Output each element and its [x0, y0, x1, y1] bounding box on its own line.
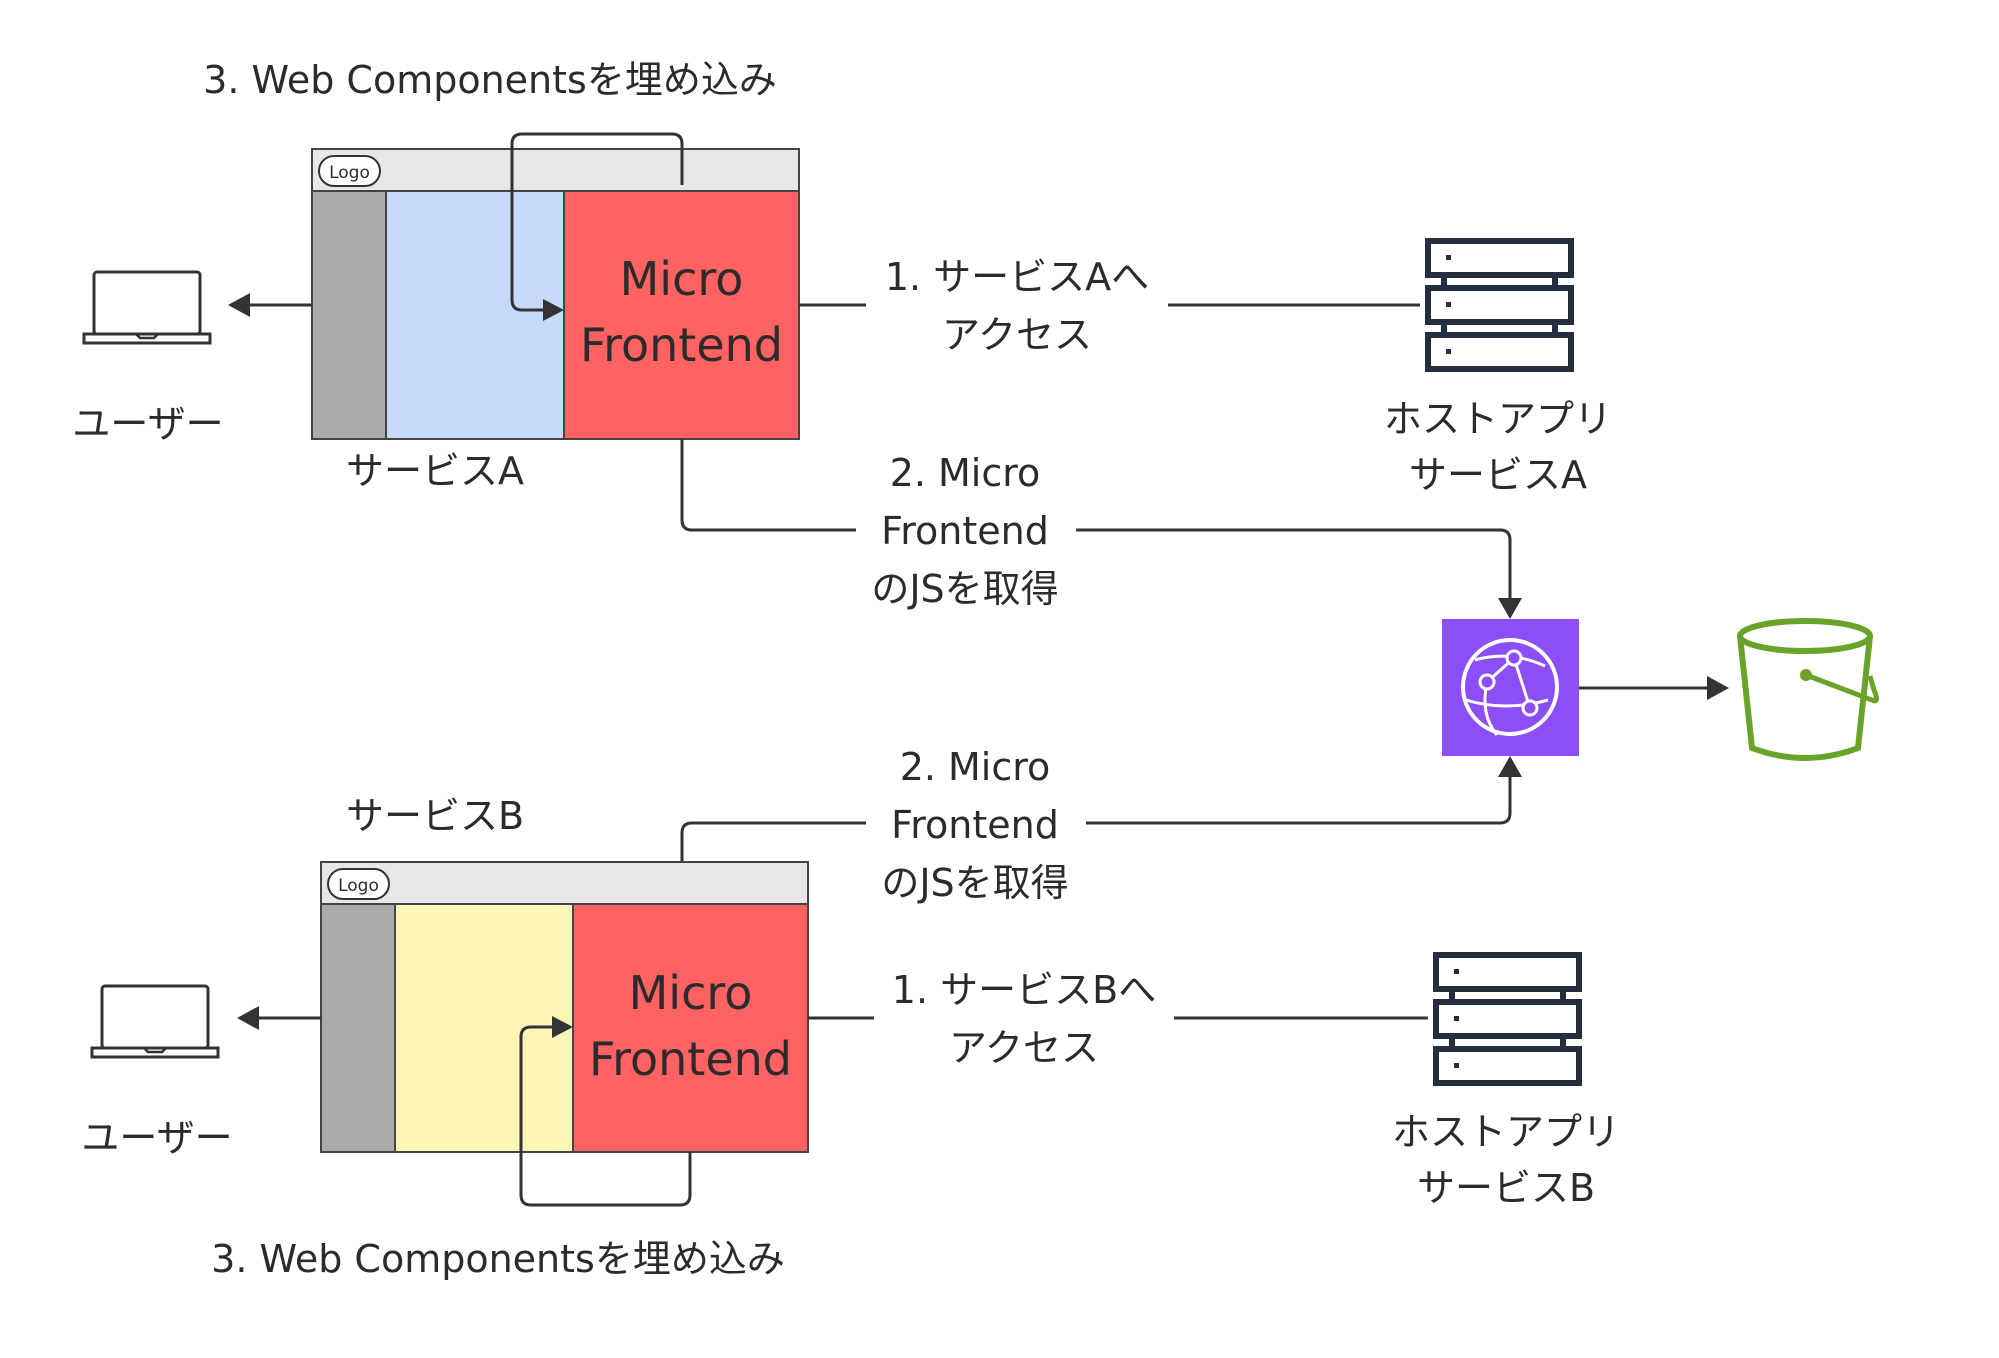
service-a-embed-arrowhead	[543, 299, 564, 321]
service-b-logo-badge	[327, 868, 390, 900]
service-b-embed-arrow	[519, 1025, 692, 1207]
service-a-titlebar	[311, 148, 800, 192]
server-icon	[1433, 952, 1582, 1086]
cdn-to-bucket-arrowhead	[1707, 676, 1729, 700]
service-a-embed-arrow	[510, 132, 684, 312]
laptop-icon	[90, 984, 220, 1059]
service-a-fetch-label-3: のJSを取得	[871, 567, 1058, 611]
service-b-micro-label: Micro	[629, 966, 753, 1020]
service-b-access-label-2: アクセス	[949, 1026, 1099, 1070]
service-a-user-label: ユーザー	[72, 402, 223, 446]
service-a-window: Logo Micro Frontend	[311, 148, 800, 440]
service-b-fetch-label-1: 2. Micro	[900, 745, 1051, 789]
service-b-name-label: サービスB	[346, 794, 524, 838]
cloudfront-icon	[1442, 619, 1579, 756]
service-b-host-label-1: ホストアプリ	[1392, 1110, 1620, 1154]
service-a-embed-label: 3. Web Componentsを埋め込み	[203, 58, 777, 102]
service-a-access-label-2: アクセス	[942, 313, 1092, 357]
laptop-icon	[82, 270, 212, 345]
service-a-fetch-arrowhead	[1498, 598, 1522, 619]
service-b-fetch-arrowhead	[1498, 756, 1522, 777]
service-b-user-label: ユーザー	[81, 1116, 232, 1160]
service-b-host-label-2: サービスB	[1417, 1166, 1595, 1210]
service-b-user-arrowhead	[237, 1006, 259, 1030]
server-icon	[1425, 238, 1574, 372]
service-b-fetch-label-3: のJSを取得	[881, 861, 1068, 905]
service-b-group: サービスB 2. Micro Frontend のJSを取得 Logo Micr…	[81, 745, 1620, 1281]
service-a-access-label-1: 1. サービスAへ	[885, 255, 1149, 299]
service-b-fetch-label-2: Frontend	[891, 803, 1059, 847]
service-a-content-area	[385, 190, 565, 440]
service-b-access-label-1: 1. サービスBへ	[892, 968, 1156, 1012]
service-a-logo-text: Logo	[329, 163, 370, 183]
s3-bucket-icon	[1737, 618, 1880, 761]
service-b-titlebar	[320, 861, 809, 905]
service-a-sidebar	[311, 190, 387, 440]
service-b-micro-frontend	[572, 903, 809, 1153]
service-b-window: Logo Micro Frontend	[320, 861, 809, 1153]
service-a-host-label-1: ホストアプリ	[1384, 397, 1612, 441]
service-a-fetch-line-right	[1076, 528, 1512, 606]
service-a-name-label: サービスA	[346, 449, 524, 493]
service-a-fetch-line-left	[680, 439, 856, 532]
service-a-frontend-label: Frontend	[580, 318, 783, 372]
service-b-fetch-line-right	[1086, 769, 1512, 825]
service-a-host-label-2: サービスA	[1409, 453, 1587, 497]
service-b-fetch-line-left	[680, 821, 866, 904]
service-a-user-arrowhead	[228, 293, 250, 317]
service-a-group: 3. Web Componentsを埋め込み Logo Micro Fronte…	[72, 58, 1612, 619]
service-a-fetch-label-2: Frontend	[881, 509, 1049, 553]
service-a-micro-label: Micro	[620, 252, 744, 306]
service-b-sidebar	[320, 903, 396, 1153]
service-b-embed-arrowhead	[552, 1016, 573, 1038]
service-a-logo-badge	[318, 155, 381, 187]
service-a-micro-frontend	[563, 190, 800, 440]
service-b-logo-text: Logo	[338, 876, 379, 896]
service-b-frontend-label: Frontend	[589, 1032, 792, 1086]
service-b-embed-label: 3. Web Componentsを埋め込み	[211, 1237, 785, 1281]
service-a-fetch-label-1: 2. Micro	[890, 451, 1041, 495]
